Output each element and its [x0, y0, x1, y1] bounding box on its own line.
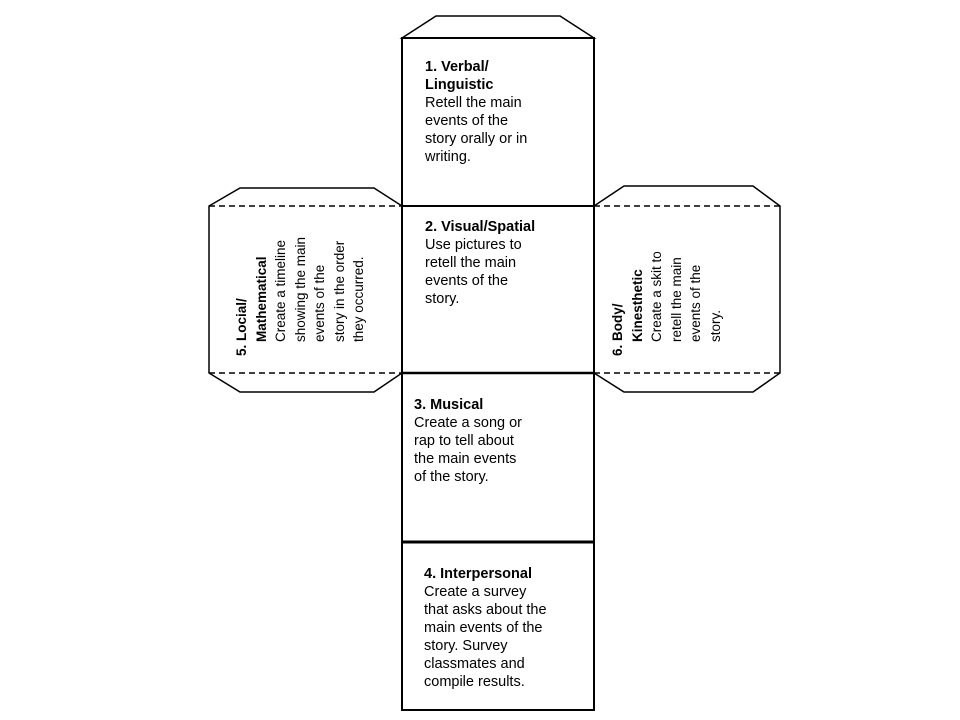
- face-logical-text: 5. Locial/ Mathematical Create a timelin…: [232, 237, 369, 356]
- face-interpersonal-body-2: that asks about the: [424, 602, 547, 618]
- face-musical-text: 3. Musical Create a song or rap to tell …: [414, 396, 522, 486]
- face-visual-body-3: events of the: [425, 273, 509, 289]
- face-visual-title-1: 2. Visual/Spatial: [425, 219, 536, 235]
- face-logical-body-1: Create a timeline: [273, 239, 288, 342]
- face-musical-body-4: of the story.: [414, 469, 489, 485]
- face-body-title-2: Kinesthetic: [629, 269, 645, 342]
- face-body-body-2: retell the main: [668, 257, 684, 342]
- face-interpersonal-title-1: 4. Interpersonal: [424, 566, 532, 582]
- face-musical-body-1: Create a song or: [414, 415, 523, 431]
- face-interpersonal-text: 4. Interpersonal Create a survey that as…: [424, 565, 547, 691]
- face-verbal-body-4: writing.: [425, 149, 471, 165]
- face-verbal-body-3: story orally or in: [425, 131, 528, 147]
- face-verbal-title-1: 1. Verbal/: [425, 59, 489, 75]
- face-logical-title-1: 5. Locial/: [234, 298, 249, 356]
- face-body-body-3: events of the: [688, 264, 703, 342]
- face-visual-text: 2. Visual/Spatial Use pictures to retell…: [425, 218, 535, 308]
- face-visual-body-4: story.: [425, 291, 460, 307]
- face-visual-body-1: Use pictures to: [425, 237, 522, 253]
- face-logical-body-2: showing the main: [292, 236, 308, 342]
- face-verbal-title-2: Linguistic: [425, 77, 494, 93]
- face-interpersonal-body-1: Create a survey: [424, 584, 527, 600]
- face-musical-body-2: rap to tell about: [414, 433, 514, 449]
- face-body-text: 6. Body/ Kinesthetic Create a skit to re…: [608, 251, 725, 356]
- face-interpersonal-body-4: story. Survey: [424, 638, 508, 654]
- face-musical-title-1: 3. Musical: [414, 397, 484, 413]
- face-body-body-4: story.: [707, 309, 723, 342]
- face-verbal-text: 1. Verbal/ Linguistic Retell the main ev…: [425, 58, 527, 166]
- face-verbal-body-1: Retell the main: [425, 95, 522, 111]
- face-verbal-body-2: events of the: [425, 113, 509, 129]
- face-interpersonal-body-3: main events of the: [424, 620, 543, 636]
- face-body-title-1: 6. Body/: [610, 303, 625, 356]
- face-interpersonal-body-6: compile results.: [424, 674, 525, 690]
- face-logical-body-4: story in the order: [331, 240, 347, 342]
- face-interpersonal-body-5: classmates and: [424, 656, 525, 672]
- face-logical-body-5: they occurred.: [351, 256, 366, 342]
- face-logical-title-2: Mathematical: [253, 256, 269, 342]
- face-body-body-1: Create a skit to: [649, 251, 664, 342]
- face-logical-body-3: events of the: [312, 264, 327, 342]
- top-flap: [399, 15, 597, 39]
- face-visual-body-2: retell the main: [425, 255, 517, 271]
- face-musical-body-3: the main events: [414, 451, 517, 467]
